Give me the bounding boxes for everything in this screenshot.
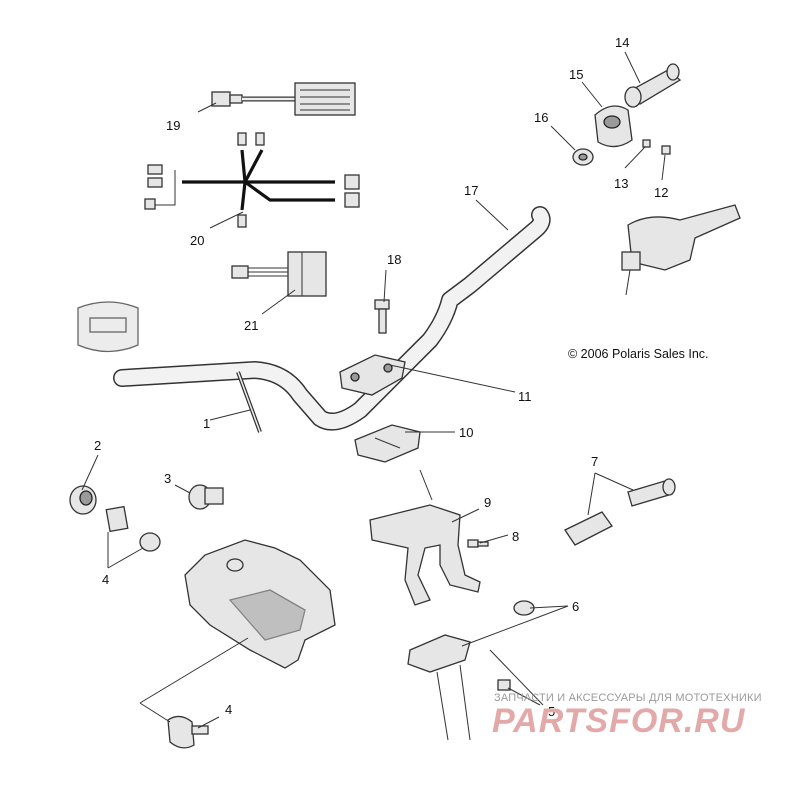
- callout-11: 11: [518, 389, 532, 404]
- part-20-wiring-harness: [144, 132, 360, 228]
- part-4-key-switch: [167, 715, 209, 749]
- callout-15: 15: [569, 67, 583, 82]
- callout-20: 20: [190, 233, 204, 248]
- watermark-logo: PARTSFOR.RU: [492, 702, 746, 740]
- part-7-grip: [564, 478, 676, 546]
- leader-lines: [81, 51, 666, 729]
- part-14-grip: [624, 63, 682, 108]
- headlight-pod-housing: [184, 539, 336, 669]
- callout-10: 10: [459, 425, 473, 440]
- callout-labels: 1 2 3 4 4 5 6 7 8 9 10 11 12 13 14 15 16…: [94, 35, 668, 719]
- watermark-caption: ЗАПЧАСТИ И АКСЕССУАРЫ ДЛЯ МОТОТЕХНИКИ: [494, 692, 762, 704]
- callout-12: 12: [654, 185, 668, 200]
- part-17-handlebar: [113, 206, 551, 431]
- callout-18: 18: [387, 252, 401, 267]
- callout-8: 8: [512, 529, 519, 544]
- part-19-connector: [211, 82, 356, 116]
- part-5-nut: [497, 679, 511, 691]
- part-11-upper-clamp: [339, 354, 406, 396]
- part-4-switch: [105, 505, 161, 552]
- callout-19: 19: [166, 118, 180, 133]
- callout-21: 21: [244, 318, 258, 333]
- part-18-bolt: [374, 299, 390, 334]
- part-8-screw: [467, 539, 489, 548]
- callout-13: 13: [614, 176, 628, 191]
- steering-plate: [407, 634, 471, 673]
- gauge-housing: [77, 301, 139, 353]
- callout-17: 17: [464, 183, 478, 198]
- part-12-nut: [661, 145, 671, 155]
- part-15-throttle-housing: [594, 105, 633, 148]
- callout-4-lower: 4: [225, 702, 232, 717]
- callout-1: 1: [203, 416, 210, 431]
- callout-5: 5: [548, 704, 555, 719]
- part-13-screw: [642, 139, 651, 148]
- brake-lever-assembly: [621, 204, 741, 296]
- callout-7: 7: [591, 454, 598, 469]
- part-2-cap: [69, 485, 97, 515]
- callout-6: 6: [572, 599, 579, 614]
- callout-3: 3: [164, 471, 171, 486]
- part-3-indicator: [188, 484, 224, 510]
- callout-2: 2: [94, 438, 101, 453]
- part-1-cable-tie: [236, 371, 262, 433]
- part-10-lower-clamp: [354, 424, 421, 463]
- callout-14: 14: [615, 35, 629, 50]
- callout-9: 9: [484, 495, 491, 510]
- copyright-notice: © 2006 Polaris Sales Inc.: [568, 347, 709, 361]
- part-9-bracket: [369, 504, 481, 606]
- callout-4-upper: 4: [102, 572, 109, 587]
- callout-16: 16: [534, 110, 548, 125]
- part-16-bushing: [572, 148, 594, 166]
- steering-column: [436, 664, 471, 741]
- part-21-relay: [231, 251, 327, 297]
